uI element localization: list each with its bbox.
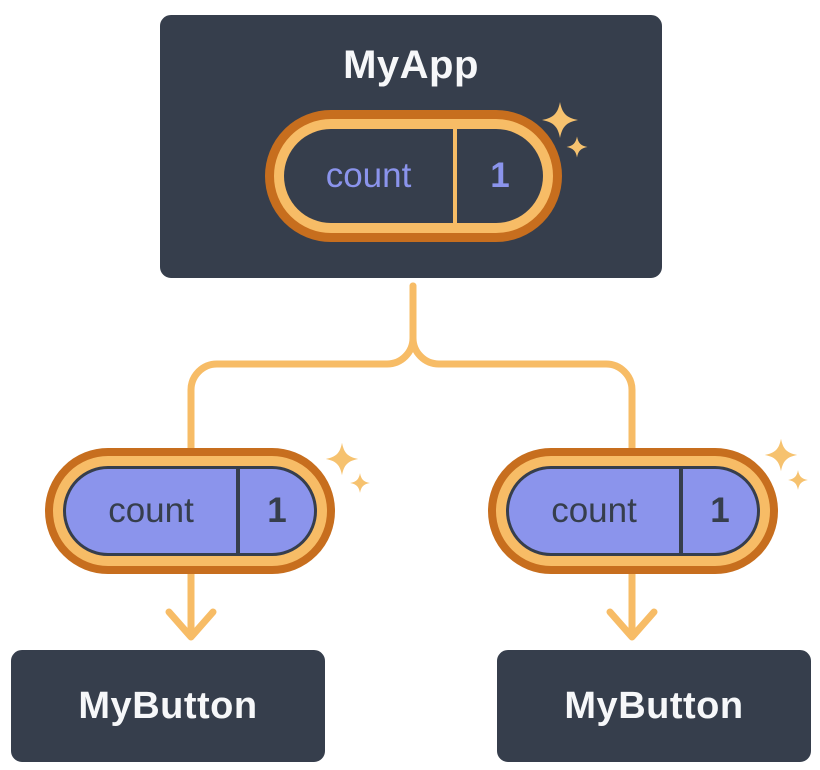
arrow-right <box>606 568 658 641</box>
prop-key: count <box>108 491 194 530</box>
node-mybutton-left: MyButton <box>8 647 328 765</box>
fork-connector <box>187 282 636 456</box>
prop-pill-body: count 1 <box>506 466 760 556</box>
node-myapp-label: MyApp <box>343 43 479 87</box>
pill-divider <box>453 129 457 223</box>
node-mybutton-right-label: MyButton <box>564 684 744 727</box>
prop-pill-right: count 1 <box>488 448 778 574</box>
state-value: 1 <box>490 156 510 195</box>
prop-pill-left: count 1 <box>45 448 335 574</box>
prop-key: count <box>551 491 637 530</box>
state-pill-myapp: count 1 <box>265 110 562 242</box>
node-mybutton-right: MyButton <box>494 647 814 765</box>
fork-branch-right <box>409 282 636 456</box>
sparkle-icon <box>325 442 359 476</box>
prop-value: 1 <box>267 491 287 530</box>
fork-branch-left <box>187 282 417 456</box>
sparkle-icon <box>764 438 798 472</box>
sparkles-left <box>325 442 370 493</box>
pill-divider <box>236 469 240 553</box>
arrow-left <box>165 568 217 641</box>
node-mybutton-left-label: MyButton <box>78 684 258 727</box>
state-key: count <box>325 156 412 195</box>
prop-pill-body: count 1 <box>63 466 317 556</box>
sparkle-icon <box>788 470 808 490</box>
pill-divider <box>679 469 683 553</box>
sparkle-icon <box>350 473 370 493</box>
prop-value: 1 <box>710 491 730 530</box>
state-pill-body: count 1 <box>284 129 543 223</box>
